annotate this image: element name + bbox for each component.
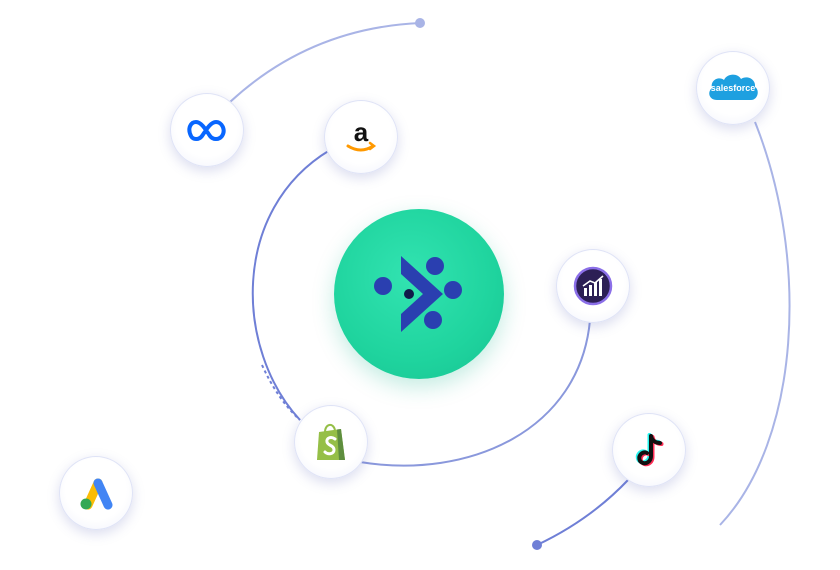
orbit-arc-tiktok — [536, 479, 629, 546]
meta-infinity-icon — [185, 118, 229, 142]
orbit-arc-inner — [359, 319, 591, 467]
integration-google-ads[interactable] — [59, 456, 133, 530]
salesforce-cloud-icon: salesforce — [705, 68, 761, 108]
orbit-end-dot-top — [415, 18, 425, 28]
google-ads-icon — [76, 475, 116, 511]
svg-text:a: a — [354, 117, 369, 147]
orbit-end-dot-bottom — [532, 540, 542, 550]
salesforce-label: salesforce — [711, 83, 756, 93]
integration-tiktok[interactable] — [612, 413, 686, 487]
orbit-arc-right — [719, 121, 791, 526]
orbit-arc-top — [229, 22, 421, 103]
orbit-arc-left — [251, 149, 331, 421]
hub-node — [334, 209, 504, 379]
amazon-smile-icon: a — [341, 117, 381, 157]
orbit-arc-left-dashed — [261, 364, 301, 421]
integration-amazon[interactable]: a — [324, 100, 398, 174]
chevron-dots-logo-icon — [374, 256, 462, 332]
tiktok-note-icon — [629, 430, 669, 470]
bar-chart-icon — [573, 266, 613, 306]
shopping-bag-icon — [311, 420, 351, 464]
integration-meta[interactable] — [170, 93, 244, 167]
integration-adobe-analytics[interactable] — [556, 249, 630, 323]
integration-shopify[interactable] — [294, 405, 368, 479]
integration-salesforce[interactable]: salesforce — [696, 51, 770, 125]
